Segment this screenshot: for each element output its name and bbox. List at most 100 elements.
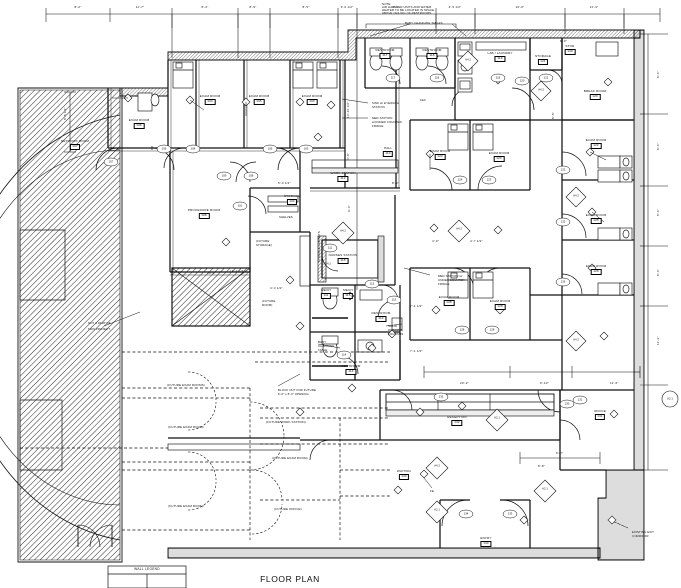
room-number: 112: [337, 175, 349, 182]
room-name: LAB / LAUNDRY: [487, 51, 513, 55]
door-tag: 106: [161, 146, 167, 151]
door-tag-shapes: [103, 73, 588, 519]
room-name: STORAGE: [283, 194, 301, 198]
room-number: 123: [493, 155, 505, 162]
dimension-label-interior: 8'-8": [538, 464, 545, 468]
annotation-text: (FUTURE: [256, 239, 270, 243]
door-tag: 130: [564, 401, 570, 406]
door-tag: 107: [108, 159, 114, 164]
annotation-text: STORAGE): [256, 243, 272, 247]
room-number: 124: [434, 153, 446, 160]
dimension-label-interior: 4'-7 1/2": [470, 239, 483, 243]
room-name: MECH: [343, 288, 353, 292]
future-area-label: (FUTURE EXAM ROOM): [272, 456, 308, 460]
general-note-line: NOTE:: [382, 2, 392, 6]
detail-tag: A4.2: [573, 337, 579, 342]
room-name: STOR: [565, 44, 575, 48]
dimension-label-interior: 20'-0": [207, 271, 216, 275]
dimension-label-interior: 4'-0": [432, 239, 439, 243]
room-number: 125: [590, 217, 602, 224]
room-name: OFFICE: [593, 409, 607, 413]
door-tag: 126: [560, 279, 566, 284]
door-tag: 131: [577, 397, 583, 402]
detail-tag: A2.1: [667, 396, 673, 401]
room-number: 118: [426, 52, 438, 59]
annotation-text: w/UNDER COUNTER: [372, 120, 402, 124]
room-name: EXAM ROOM: [489, 299, 511, 303]
baby-changing-bracket: [365, 23, 457, 28]
room-name: EXAM ROOM: [248, 94, 270, 98]
room-number: 111: [320, 292, 332, 299]
door-tag: 120: [519, 78, 525, 83]
room-number: 105: [253, 98, 265, 105]
room-name: HALL: [383, 146, 393, 150]
dimension-label-top: 11'-3": [589, 5, 599, 9]
general-note-line: AIR HANDLER UNITS AND WATER: [382, 4, 432, 9]
dimension-label-interior: 20'-2": [460, 381, 469, 385]
room-number: 114: [345, 368, 357, 375]
room-name: NURSES STATION: [328, 253, 358, 257]
dimension-label-interior: 4'-3 1/2": [270, 286, 283, 290]
general-note: NOTE: AIR HANDLER UNITS AND WATER HEATER…: [382, 3, 434, 15]
annotation-text: TABLE: [318, 348, 328, 352]
dimension-label-right: 11'-2": [656, 336, 660, 345]
detail-tags-shapes: [331, 50, 679, 524]
door-tag: 105: [267, 146, 273, 151]
room-number: 116: [342, 292, 354, 299]
annotation-text: STORAGE CABINETS: [317, 231, 321, 262]
annotation-text: FRIDGE: [372, 124, 384, 128]
room-name: EXAM ROOM: [488, 151, 510, 155]
dimension-label-top: 8'-0": [392, 5, 400, 9]
detail-tag: A4.2: [325, 261, 331, 266]
door-tag: 123: [486, 177, 492, 182]
annotation-text: FOUNTAIN: [388, 332, 404, 336]
dimension-label-top: 4'-5 1/2": [448, 5, 462, 9]
annotation-text: THIS PROJECT: [88, 327, 111, 331]
dimension-label-interior: 4'-0": [346, 153, 350, 160]
existing-area-not-in-project: [0, 87, 251, 563]
room-name: PROCEDURE ROOM: [187, 208, 221, 212]
drawing-linework: [0, 8, 679, 588]
annotation-text: (FUTURE: [262, 299, 276, 303]
door-tag: 122: [560, 167, 566, 172]
annotation-text: MED STATION: [372, 116, 393, 120]
room-number: 109: [198, 212, 210, 219]
dimension-label-top: 8'-5": [302, 5, 310, 9]
door-tag: 129: [489, 327, 495, 332]
doors: [95, 65, 587, 527]
dimension-label-left: 8'-8 1/2": [63, 107, 67, 120]
room-number: 117: [379, 52, 391, 59]
detail-tag: A4.2: [538, 87, 544, 92]
room-number: 113: [375, 315, 387, 322]
sheet-title: FLOOR PLAN: [260, 574, 320, 584]
future-area-label: (FUTURE EXAM ROOM): [168, 504, 204, 508]
future-swing-arcs: [187, 371, 285, 535]
annotation-text: SHELVES: [279, 215, 293, 219]
future-area-label: (FUTURE EXAM ROOMS): [167, 383, 205, 387]
dimension-label-interior: 8'-5": [551, 112, 555, 119]
room-number: 120: [589, 93, 601, 100]
wall-legend-title: WALL LEGEND: [134, 567, 160, 571]
annotation-text: SOLID: [388, 324, 398, 328]
door-tag: 128: [459, 327, 465, 332]
door-tag: 132: [438, 394, 444, 399]
dimension-label-interior: 6'-0": [556, 451, 563, 455]
